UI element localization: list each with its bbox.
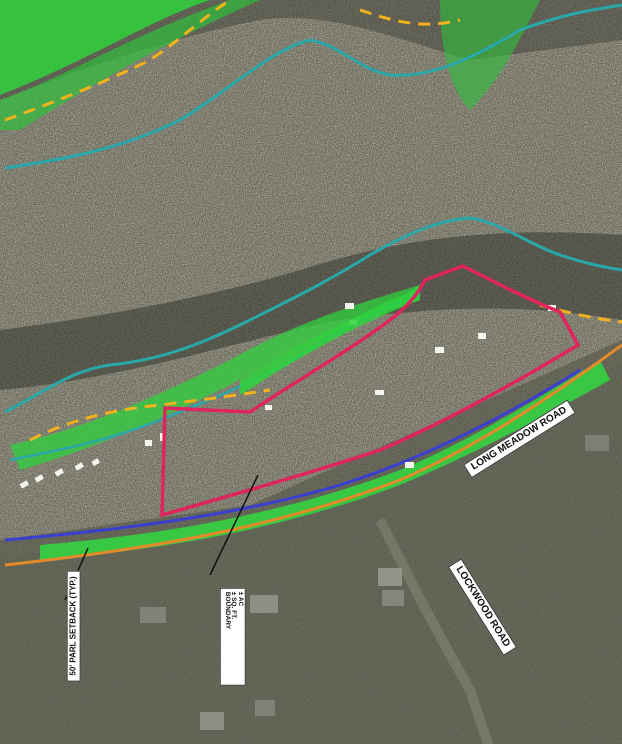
wetland-lower-band xyxy=(40,360,610,560)
setback-label: 50' PARL SETBACK (TYP.) xyxy=(66,570,81,682)
house xyxy=(250,595,278,613)
contour-line-2 xyxy=(4,216,622,414)
scan-border-bottom xyxy=(0,744,622,750)
house xyxy=(200,712,224,730)
house xyxy=(140,607,166,623)
house xyxy=(382,590,404,606)
area-leader-line xyxy=(209,474,259,576)
wetland-mid-band xyxy=(10,285,420,470)
wetland-top-right xyxy=(440,0,540,110)
contour-line-1 xyxy=(4,3,622,170)
house xyxy=(585,435,609,451)
road-edge xyxy=(4,343,622,567)
setback-line-top xyxy=(359,8,461,26)
wooded-ridge-mid xyxy=(0,232,622,390)
house xyxy=(255,700,275,716)
property-boundary xyxy=(160,264,581,518)
area-label-line-1: ± AC xyxy=(236,591,244,607)
parcel-wetland-strip xyxy=(240,285,420,395)
row-line xyxy=(4,368,581,542)
house xyxy=(378,568,402,586)
area-label-line-3: BOUNDARY xyxy=(223,591,231,630)
lockwood-road-path xyxy=(375,517,495,750)
site-area-label: ± AC ± SQ. FT. BOUNDARY xyxy=(220,587,246,686)
setback-line-upper xyxy=(4,0,231,122)
wetland-top-left xyxy=(0,0,210,95)
